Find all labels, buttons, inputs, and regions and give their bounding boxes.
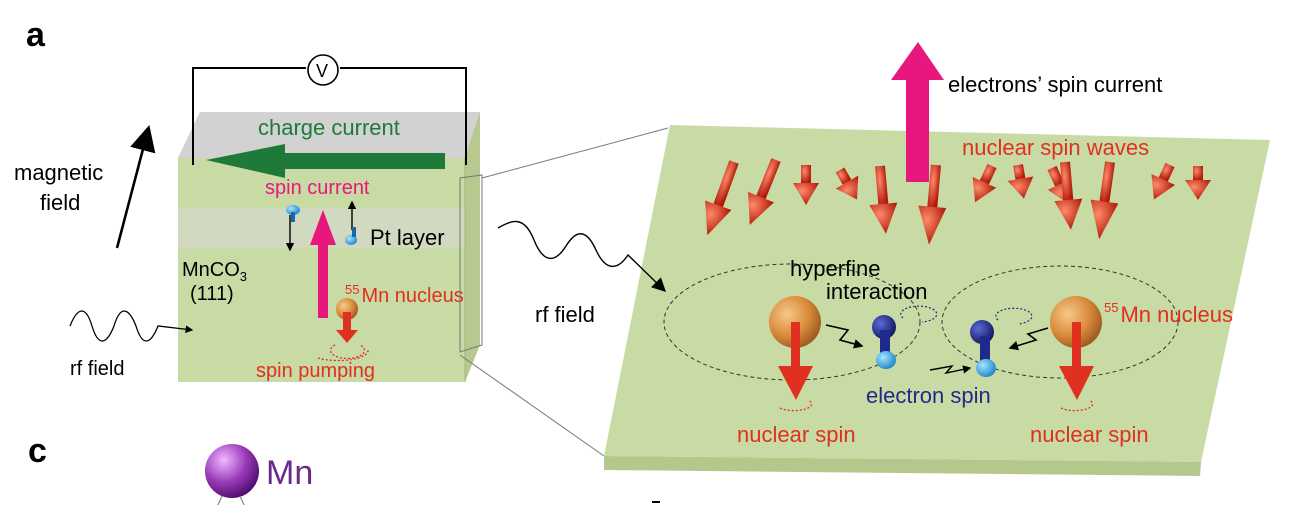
mn-nucleus-label-right: 55Mn nucleus xyxy=(1104,300,1233,327)
mnco3-label: MnCO3 xyxy=(182,259,247,284)
pt-electron-spin-2 xyxy=(345,200,357,245)
hyperfine-coupling-right xyxy=(1008,327,1049,351)
electron-coupling xyxy=(929,364,972,375)
mn-atom-label: Mn xyxy=(266,454,313,492)
charge-current-label: charge current xyxy=(258,115,400,140)
hyperfine-label-2: interaction xyxy=(826,279,928,304)
voltmeter-icon xyxy=(307,54,339,86)
mnco3-orientation: (111) xyxy=(190,283,234,305)
spin-wave-arrow xyxy=(1007,164,1034,199)
panel-label-c: c xyxy=(28,432,47,470)
magnetic-field-arrow xyxy=(115,124,156,249)
electron-spin-label: electron spin xyxy=(866,383,991,408)
voltmeter-circuit: V xyxy=(192,54,467,165)
mn-atom-icon xyxy=(205,444,259,505)
rf-field-label-left: rf field xyxy=(70,358,124,380)
spin-wave-arrow xyxy=(918,164,947,245)
electron-spin-left xyxy=(872,305,938,369)
pt-electron-spin-1 xyxy=(285,205,300,252)
spin-wave-arrow xyxy=(1054,161,1083,230)
spin-wave-arrow xyxy=(1090,161,1119,240)
mnco3-top-face xyxy=(178,112,480,158)
voltmeter-label: V xyxy=(316,61,328,81)
panel-label-a: a xyxy=(26,16,46,54)
charge-current-arrow xyxy=(206,144,445,178)
rf-field-label-right: rf field xyxy=(535,302,595,327)
spin-wave-arrow xyxy=(748,158,781,225)
spin-wave-arrow xyxy=(1151,162,1176,200)
nuclear-spin-label-left: nuclear spin xyxy=(737,422,856,447)
mn-nucleus-right-left xyxy=(769,296,821,412)
mn-nucleus-right-right xyxy=(1050,296,1102,412)
spin-pumping-label: spin pumping xyxy=(256,360,375,382)
electrons-spin-current-arrow xyxy=(891,42,944,182)
spin-wave-arrow xyxy=(869,165,898,234)
nuclear-spin-label-right: nuclear spin xyxy=(1030,422,1149,447)
zoom-lines xyxy=(459,127,669,457)
nuclear-spin-wave-arrows xyxy=(705,158,1211,245)
spin-wave-arrow xyxy=(835,167,859,200)
magnetic-field-label-2: field xyxy=(40,190,80,215)
spin-wave-arrow xyxy=(972,163,997,203)
mnco3-side-face xyxy=(465,112,480,382)
spin-wave-arrow xyxy=(1185,166,1211,200)
mn-nucleus-left xyxy=(317,298,369,362)
spin-current-arrow-left xyxy=(310,210,336,318)
pt-layer-label: Pt layer xyxy=(370,225,445,250)
spin-wave-arrow xyxy=(705,160,739,236)
hyperfine-region-left xyxy=(663,263,921,381)
hyperfine-region-right xyxy=(941,265,1179,379)
rf-field-wave-left xyxy=(69,310,194,342)
electrons-spin-current-label: electrons’ spin current xyxy=(948,72,1162,97)
spin-current-label: spin current xyxy=(265,177,370,199)
rf-field-wave-right xyxy=(497,220,667,292)
magnetic-field-label-1: magnetic xyxy=(14,160,103,185)
nuclear-spin-waves-label: nuclear spin waves xyxy=(962,135,1149,160)
electron-spin-right xyxy=(970,307,1033,377)
hyperfine-label-1: hyperfine xyxy=(790,256,881,281)
hyperfine-coupling-left xyxy=(825,324,864,349)
spin-wave-arrow xyxy=(793,165,819,205)
